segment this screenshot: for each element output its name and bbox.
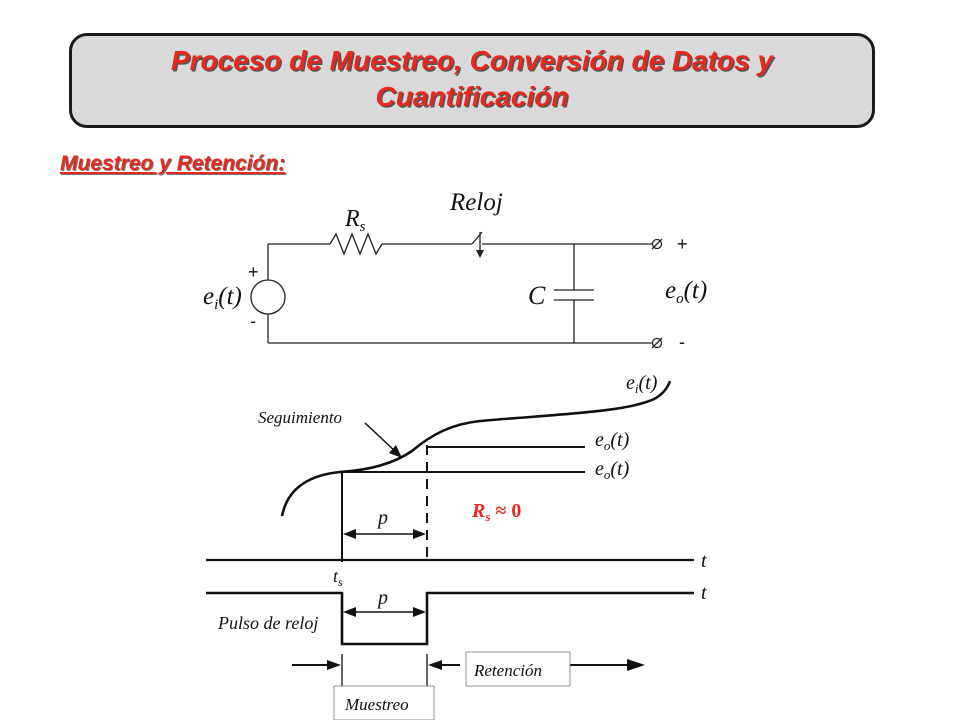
title-box [69,33,875,128]
title-line-1: Proceso de Muestreo, Conversión de Datos… [170,45,774,76]
clock-label: Reloj [449,189,503,216]
t-axis-label-1: t [701,550,707,572]
rs-approx-label: Rs ≈ 0 [471,500,521,524]
muestreo-box [333,685,435,720]
hold-arrowhead [428,660,442,670]
muestreo-label: Muestreo [344,695,409,714]
title-line-2: Cuantificación [375,81,569,112]
source-label: ei(t) [203,283,242,313]
retencion-arrowhead [627,659,645,671]
resistor-label: Rs [344,206,366,235]
p-arrowhead-right-1 [413,529,426,539]
source-plus: + [248,262,259,282]
output-plus: + [677,234,688,254]
output-terminal-minus [651,337,663,349]
p-arrowhead-left-2 [343,607,356,617]
output-label: eo(t) [665,277,707,307]
t-axis-label-2: t [701,582,707,604]
clock-pulse [206,591,694,646]
resistor-zigzag [329,232,383,256]
sample-arrowhead [327,660,341,670]
capacitor-label: C [528,281,546,310]
section-heading: Muestreo y Retención: [60,152,286,175]
ei-label: ei(t) [626,372,658,396]
seguimiento-arrowhead [389,445,402,458]
voltage-source-circle [250,279,286,315]
source-minus: - [250,311,256,331]
eo-label-1: eo(t) [595,429,630,453]
ei-curve [280,380,672,517]
page-title: Proceso de Muestreo, Conversión de Datos… [69,43,875,115]
ts-label: ts [333,566,343,589]
pulso-label: Pulso de reloj [217,613,318,633]
p-arrowhead-left-1 [343,529,356,539]
retencion-label: Retención [473,661,542,680]
seguimiento-pointer [364,422,397,453]
output-terminal-plus [651,238,663,250]
output-minus: - [679,332,685,352]
eo-label-2: eo(t) [595,458,630,482]
p-arrowhead-right-2 [413,607,426,617]
p-label-1: p [376,507,388,529]
p-label-2: p [376,587,388,609]
seguimiento-label: Seguimiento [258,408,342,427]
retencion-box [465,651,571,687]
